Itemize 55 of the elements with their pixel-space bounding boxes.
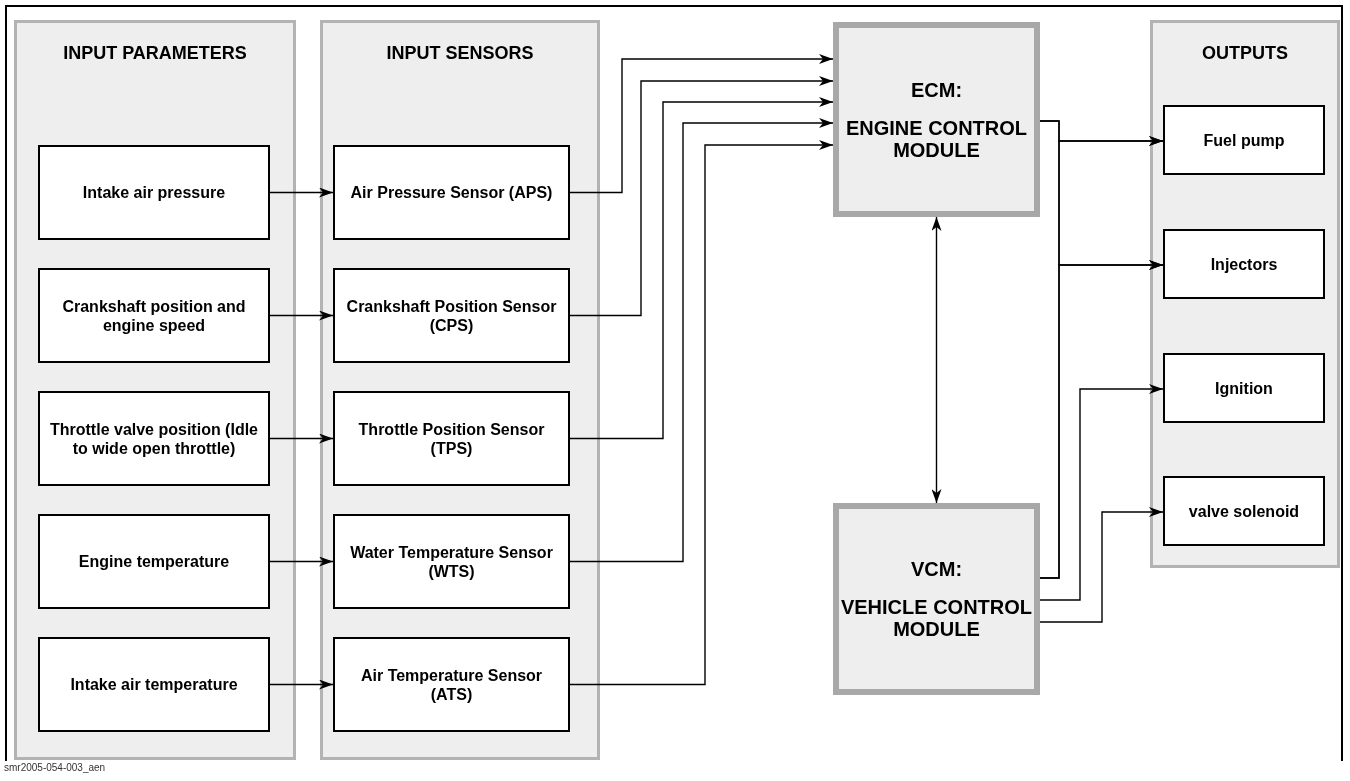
process-box	[333, 268, 570, 363]
process-box	[38, 268, 270, 363]
panel-heading: OUTPUTS	[1201, 43, 1289, 64]
arrow	[931, 216, 942, 504]
arrow	[269, 187, 334, 198]
module-name: ENGINE CONTROL MODULE	[844, 116, 1029, 161]
box-label: Intake air pressure	[81, 183, 227, 202]
arrow	[1039, 507, 1164, 623]
box-label: Throttle valve position (Idle to wide open throttle)	[49, 419, 259, 458]
module-name: VEHICLE CONTROL MODULE	[839, 596, 1034, 640]
box-label: Crankshaft position and engine speed	[61, 296, 247, 335]
arrow	[269, 433, 334, 444]
box-label: Injectors	[1209, 254, 1279, 274]
figure-code: smr2005-054-003_aen	[4, 762, 106, 773]
module-abbreviation: VCM:	[910, 558, 963, 580]
box-label: Intake air temperature	[69, 675, 239, 694]
control-module-box	[833, 22, 1040, 217]
box-label: valve solenoid	[1187, 501, 1301, 521]
process-box	[1163, 105, 1325, 175]
process-box	[38, 145, 270, 240]
box-label: Water Temperature Sensor (WTS)	[349, 542, 554, 581]
process-box	[1163, 353, 1325, 423]
arrow	[569, 140, 834, 686]
arrow	[269, 679, 334, 690]
process-box	[333, 145, 570, 240]
process-box	[1163, 229, 1325, 299]
arrow	[569, 118, 834, 563]
arrow	[269, 310, 334, 321]
control-module-box	[833, 503, 1040, 695]
process-box	[38, 637, 270, 732]
arrow	[1039, 260, 1164, 579]
box-label: Air Pressure Sensor (APS)	[349, 183, 554, 202]
module-abbreviation: ECM:	[910, 78, 963, 101]
panel-heading: INPUT SENSORS	[385, 43, 535, 64]
group-panel	[320, 20, 600, 760]
arrow	[569, 97, 834, 440]
process-box	[38, 391, 270, 486]
box-label: Fuel pump	[1202, 130, 1286, 150]
group-panel	[1150, 20, 1340, 568]
arrow	[569, 76, 834, 317]
process-box	[333, 391, 570, 486]
panel-heading: INPUT PARAMETERS	[62, 43, 248, 64]
box-label: Engine temperature	[77, 552, 231, 571]
arrow	[269, 556, 334, 567]
process-box	[38, 514, 270, 609]
box-label: Throttle Position Sensor (TPS)	[357, 419, 546, 458]
process-box	[333, 637, 570, 732]
arrow	[569, 54, 834, 194]
box-label: Air Temperature Sensor (ATS)	[359, 665, 544, 704]
box-label: Crankshaft Position Sensor (CPS)	[345, 296, 558, 335]
group-panel	[14, 20, 296, 760]
arrow	[1039, 384, 1164, 601]
process-box	[1163, 476, 1325, 546]
box-label: Ignition	[1214, 378, 1274, 398]
process-box	[333, 514, 570, 609]
